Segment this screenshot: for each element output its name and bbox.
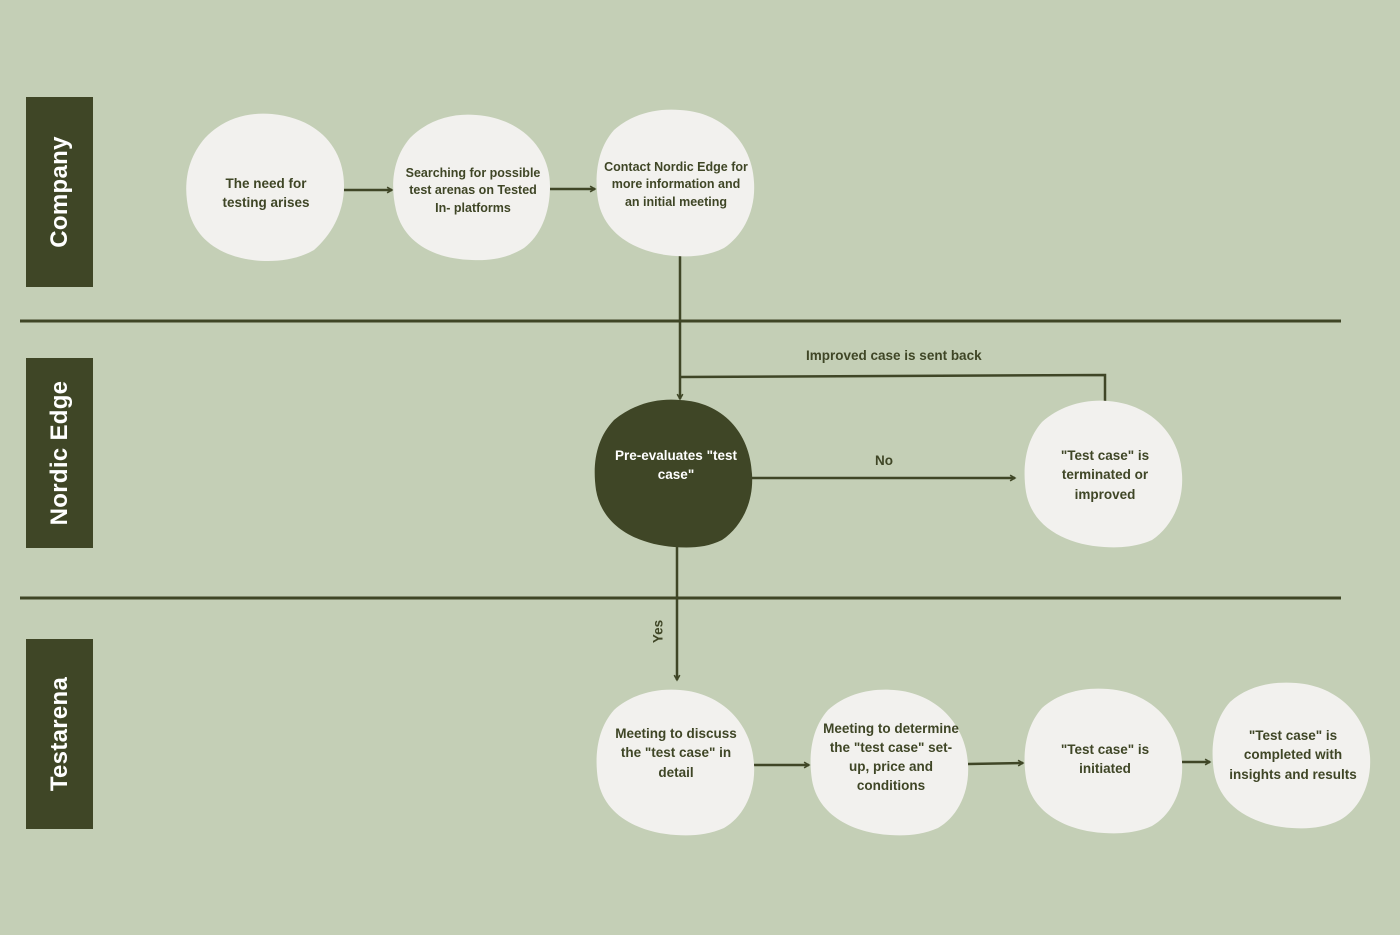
node-contact: Contact Nordic Edge for more information… — [604, 160, 748, 209]
node-contact-shape — [596, 109, 755, 257]
edge-improved-sent-back — [679, 373, 1107, 402]
lane-nordic-edge-text: Nordic Edge — [45, 380, 73, 526]
lane-testarena-text: Testarena — [45, 676, 73, 792]
lane-company-text: Company — [45, 136, 73, 248]
node-completed: "Test case" is completed with insights a… — [1229, 728, 1357, 782]
node-terminated: "Test case" is terminated or improved — [1060, 448, 1150, 502]
node-searching-shape — [393, 114, 550, 261]
node-meeting-determine: Meeting to determine the "test case" set… — [823, 720, 959, 794]
node-initiated-shape — [1024, 688, 1183, 834]
lane-label-testarena: Testarena — [26, 639, 93, 829]
node-meeting-discuss-shape — [596, 689, 755, 836]
node-need: The need for testing arises — [222, 175, 310, 210]
node-completed-shape — [1212, 682, 1371, 829]
edge-label-improved-back: Improved case is sent back — [806, 348, 982, 363]
node-preevaluate-shape — [594, 399, 753, 548]
node-preevaluate: Pre-evaluates "test case" — [615, 447, 737, 482]
node-initiated: "Test case" is initiated — [1060, 741, 1150, 776]
node-need-shape — [186, 113, 344, 262]
node-meeting-discuss: Meeting to discuss the "test case" in de… — [615, 726, 737, 780]
node-searching: Searching for possible test arenas on Te… — [405, 166, 541, 215]
edge-label-no: No — [875, 453, 893, 468]
node-meeting-determine-shape — [810, 689, 969, 836]
lane-label-company: Company — [26, 97, 93, 287]
node-terminated-shape — [1024, 400, 1183, 548]
edge-label-yes: Yes — [650, 619, 666, 644]
edge-determine-to-initiated — [967, 763, 1023, 764]
lane-label-nordic-edge: Nordic Edge — [26, 358, 93, 548]
